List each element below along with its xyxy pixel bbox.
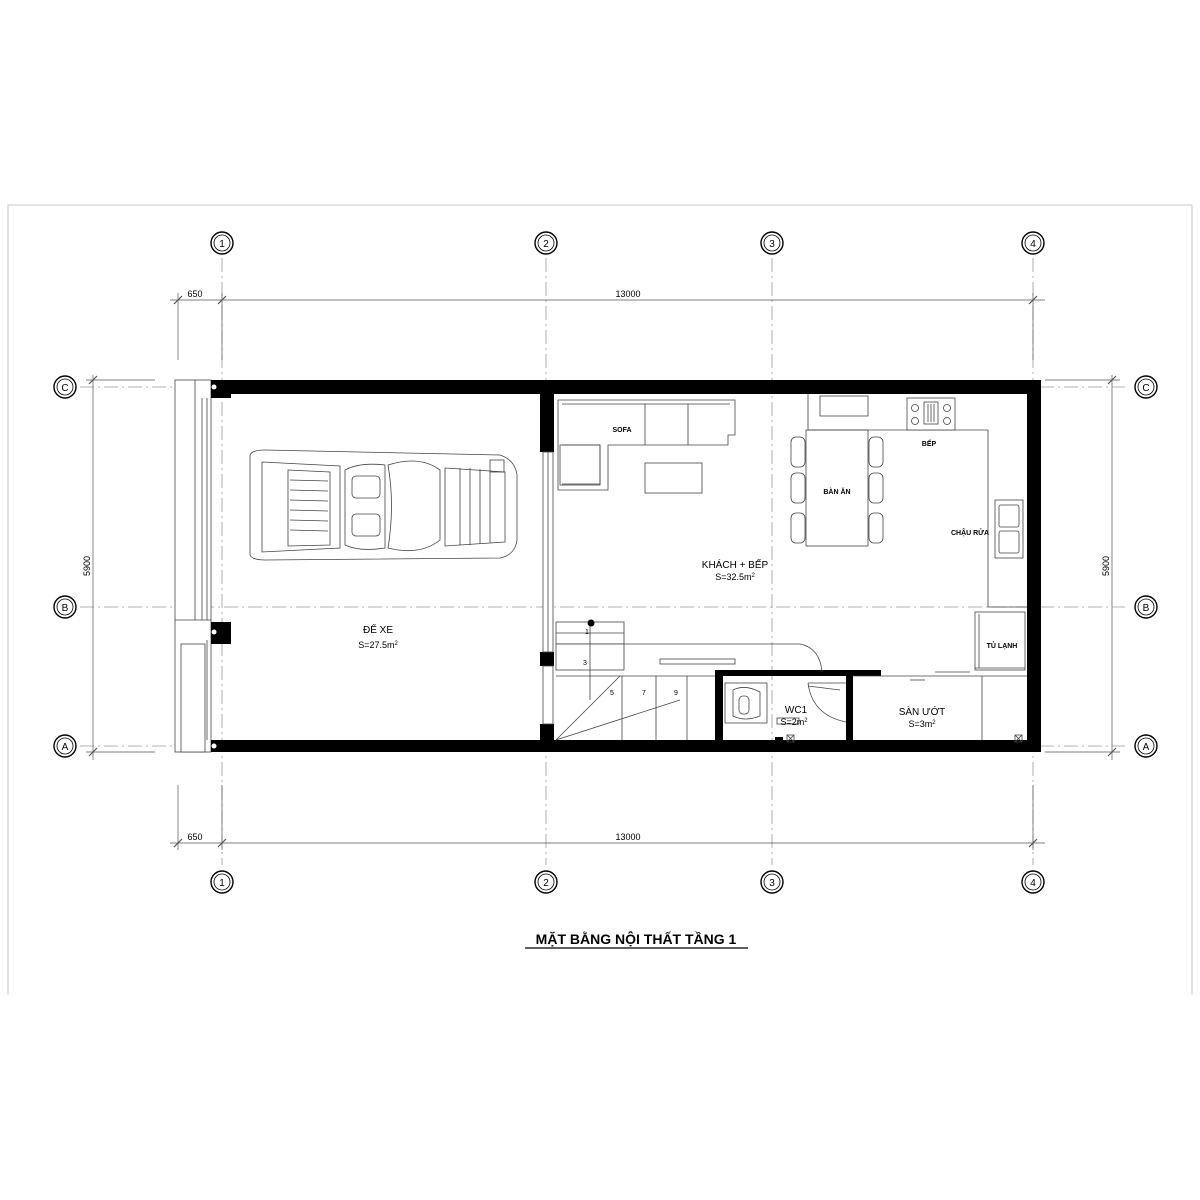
room-wc-area: S=2m2 bbox=[780, 717, 808, 727]
label-dining: BÀN ĂN bbox=[823, 487, 850, 496]
stair-step-3: 3 bbox=[583, 660, 587, 667]
label-stove: BẾP bbox=[922, 438, 937, 448]
wet-floor-fixtures bbox=[853, 671, 1027, 743]
axis-bubble-b-right: B bbox=[1134, 595, 1158, 619]
label-sofa: SOFA bbox=[612, 427, 631, 434]
front-gate bbox=[174, 379, 212, 753]
dim-left-height: 5900 bbox=[82, 556, 92, 576]
svg-text:4: 4 bbox=[1030, 878, 1036, 889]
svg-text:1: 1 bbox=[219, 239, 225, 250]
axis-bubble-2-bottom: 2 bbox=[534, 870, 558, 894]
fridge: TỦ LẠNH bbox=[974, 611, 1026, 671]
walls bbox=[211, 380, 1041, 752]
svg-text:A: A bbox=[62, 742, 69, 753]
dining-table: BÀN ĂN bbox=[790, 429, 884, 547]
room-living-kitchen-name: KHÁCH + BẾP bbox=[702, 558, 769, 571]
wc-fixtures bbox=[724, 682, 847, 743]
axis-bubble-2-top: 2 bbox=[534, 231, 558, 255]
axis-bubble-a-left: A bbox=[53, 734, 77, 758]
stair-step-5: 5 bbox=[610, 690, 614, 697]
axis-bubble-4-top: 4 bbox=[1021, 231, 1045, 255]
axis-bubbles-bottom: 1 2 3 4 bbox=[210, 870, 1045, 894]
label-sink: CHẬU RỬA bbox=[951, 528, 989, 537]
svg-text:B: B bbox=[1143, 603, 1150, 614]
axis-bubble-a-right: A bbox=[1134, 734, 1158, 758]
room-garage-name: ĐỂ XE bbox=[363, 623, 393, 636]
dim-top-offset: 650 bbox=[187, 289, 202, 299]
svg-text:1: 1 bbox=[219, 878, 225, 889]
dim-right-height: 5900 bbox=[1101, 556, 1111, 576]
car bbox=[249, 449, 518, 561]
staircase: 1 3 5 7 9 bbox=[555, 619, 823, 741]
svg-text:4: 4 bbox=[1030, 239, 1036, 250]
stair-step-1: 1 bbox=[585, 629, 589, 636]
dim-top-total: 13000 bbox=[615, 289, 640, 299]
dimension-lines: 650 13000 650 13000 5900 5900 bbox=[82, 289, 1120, 850]
svg-text:C: C bbox=[61, 383, 68, 394]
axis-bubble-b-left: B bbox=[53, 595, 77, 619]
axis-bubbles-left: C B A bbox=[53, 375, 77, 758]
svg-text:A: A bbox=[1143, 742, 1150, 753]
axis-bubble-1-bottom: 1 bbox=[210, 870, 234, 894]
room-wc-name: WC1 bbox=[785, 705, 808, 716]
axis-bubble-c-right: C bbox=[1134, 375, 1158, 399]
dim-bottom-offset: 650 bbox=[187, 832, 202, 842]
stair-step-7: 7 bbox=[642, 690, 646, 697]
label-fridge: TỦ LẠNH bbox=[987, 641, 1018, 650]
room-wet-floor-name: SÀN ƯỚT bbox=[899, 705, 946, 718]
svg-text:C: C bbox=[1142, 383, 1149, 394]
sliding-door bbox=[542, 451, 554, 725]
room-garage-area: S=27.5m2 bbox=[358, 640, 398, 650]
dim-bottom-total: 13000 bbox=[615, 832, 640, 842]
svg-text:2: 2 bbox=[543, 878, 549, 889]
drawing-title: MẶT BẰNG NỘI THẤT TẦNG 1 bbox=[536, 930, 737, 947]
axis-bubble-1-top: 1 bbox=[210, 231, 234, 255]
axis-bubble-3-top: 3 bbox=[760, 231, 784, 255]
sofa: SOFA bbox=[557, 399, 736, 491]
sheet-frame bbox=[7, 204, 1193, 995]
room-living-kitchen-area: S=32.5m2 bbox=[715, 572, 755, 582]
room-wet-floor-area: S=3m2 bbox=[908, 719, 936, 729]
svg-text:2: 2 bbox=[543, 239, 549, 250]
svg-text:B: B bbox=[62, 603, 69, 614]
axis-bubbles-top: 1 2 3 4 bbox=[210, 231, 1045, 255]
stair-step-9: 9 bbox=[674, 690, 678, 697]
grid-lines bbox=[80, 258, 1125, 865]
kitchen-counter: BẾP CHẬU RỬA bbox=[807, 394, 1027, 608]
svg-text:3: 3 bbox=[769, 878, 775, 889]
axis-bubble-4-bottom: 4 bbox=[1021, 870, 1045, 894]
coffee-table bbox=[644, 462, 703, 494]
axis-bubble-3-bottom: 3 bbox=[760, 870, 784, 894]
svg-text:3: 3 bbox=[769, 239, 775, 250]
axis-bubble-c-left: C bbox=[53, 375, 77, 399]
axis-bubbles-right: C B A bbox=[1134, 375, 1158, 758]
